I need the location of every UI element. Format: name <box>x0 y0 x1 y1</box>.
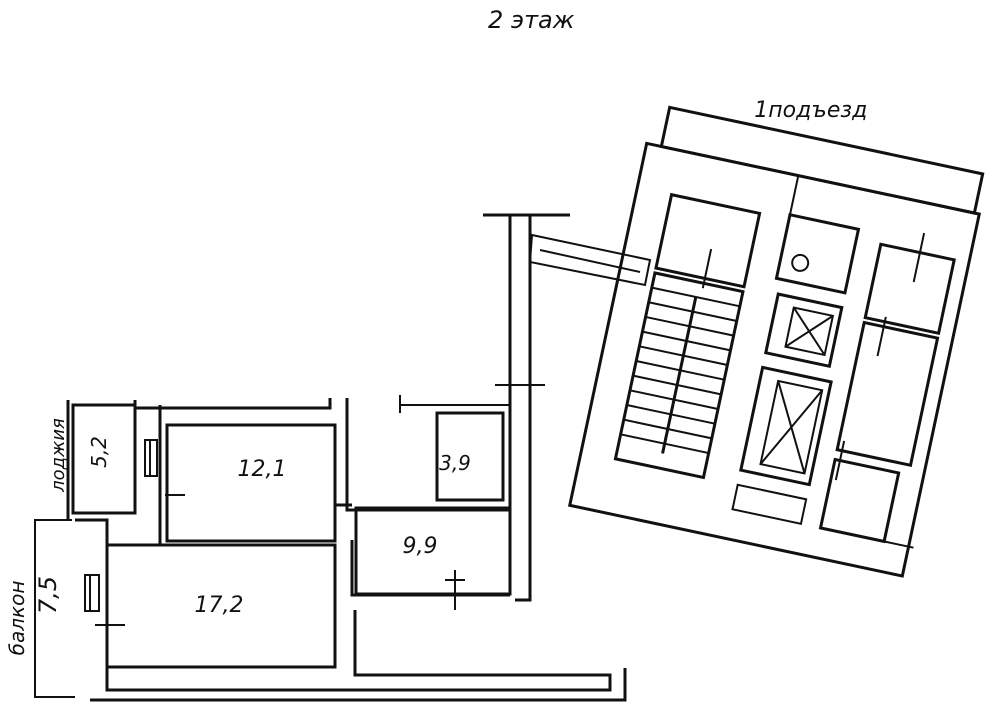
entrance-label: 1подъезд <box>754 98 867 123</box>
room-labels: 5,2 12,1 17,2 3,9 9,9 7,5 лоджия балкон <box>5 418 471 655</box>
room-area-balcony: 7,5 <box>34 576 62 614</box>
room-area-loggia: 5,2 <box>87 436 111 468</box>
room-area-large: 17,2 <box>195 593 244 618</box>
stair-block: 1подъезд <box>567 98 985 578</box>
stair-treads <box>620 286 741 455</box>
large-lift <box>739 365 833 487</box>
balcony-label: балкон <box>5 581 29 656</box>
loggia-label: лоджия <box>48 418 69 493</box>
gallery-connector <box>528 233 652 287</box>
floor-title: 2 этаж <box>488 6 575 34</box>
chute-circle-icon <box>791 253 810 272</box>
small-lift <box>763 292 844 369</box>
room-area-hall: 9,9 <box>403 534 438 559</box>
room-area-bathroom: 3,9 <box>439 451 471 475</box>
room-area-small: 12,1 <box>238 457 287 482</box>
apartment-walls <box>34 213 627 702</box>
